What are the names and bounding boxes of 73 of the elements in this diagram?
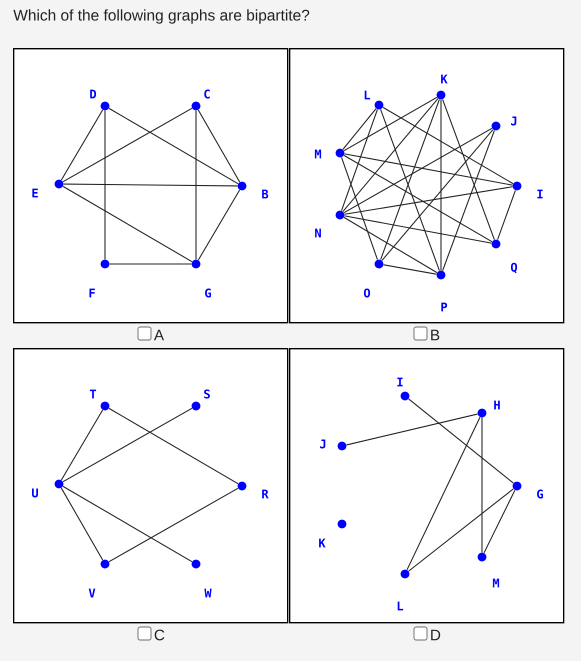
option-label: A — [154, 330, 164, 340]
edge-line — [108, 108, 238, 184]
edge-line — [382, 129, 494, 261]
vertex-label: R — [262, 490, 269, 498]
vertex-label: U — [32, 488, 38, 498]
edge-line — [344, 96, 438, 152]
edge-line — [62, 186, 192, 262]
vertex-label: K — [319, 538, 326, 548]
edge-line — [440, 100, 442, 270]
edge-line — [60, 488, 104, 560]
edge-line — [341, 109, 378, 211]
vertex-label: I — [397, 378, 403, 386]
edge-line — [344, 153, 512, 186]
edge-line — [382, 106, 514, 184]
vertex-label: I — [537, 190, 543, 198]
edge-line — [408, 488, 514, 572]
edge-line — [342, 98, 438, 212]
option-label: D — [431, 630, 440, 640]
vertex-label: G — [205, 288, 212, 298]
vertex-label: S — [204, 389, 210, 399]
vertex-label: D — [90, 90, 96, 98]
vertex-label: P — [441, 302, 448, 312]
vertex-label: O — [364, 288, 370, 298]
edge-line — [408, 398, 514, 484]
edge-line — [484, 490, 516, 554]
vertex-label: L — [364, 90, 370, 100]
edge-line — [198, 190, 240, 260]
edge-line — [195, 110, 197, 260]
edge-line — [110, 263, 192, 265]
edge-line — [344, 186, 512, 215]
option-label: C — [154, 630, 164, 640]
vertex-label: J — [320, 440, 326, 448]
vertex-label: V — [88, 588, 96, 598]
vertex-label: F — [89, 288, 95, 298]
vertex-label: L — [398, 602, 404, 610]
vertex-label: M — [314, 150, 322, 158]
vertex-label: N — [315, 228, 321, 238]
edge-line — [481, 418, 483, 552]
vertex-label: C — [204, 89, 210, 99]
edge-line — [497, 190, 516, 240]
edge-line — [62, 486, 192, 562]
edge-line — [384, 264, 436, 275]
vertex-label: K — [441, 74, 448, 84]
vertex-label: B — [262, 190, 268, 198]
edge-line — [104, 110, 106, 260]
edge-line — [442, 130, 495, 271]
edge-line — [346, 414, 478, 446]
question-text: Which of the following graphs are bipartite? — [13, 9, 310, 24]
edge-line — [442, 99, 495, 240]
edge-line — [406, 416, 480, 570]
vertex-label: Q — [510, 262, 518, 274]
edge-line — [344, 215, 492, 244]
edge-line — [62, 108, 192, 182]
edge-line — [62, 408, 192, 482]
edge-line — [60, 410, 104, 480]
vertex-label: J — [511, 116, 516, 126]
edge-line — [342, 108, 376, 150]
vertex-label: E — [32, 188, 38, 198]
vertex-label: G — [537, 489, 543, 499]
vertex-label: H — [494, 400, 500, 410]
edge-line — [344, 128, 492, 214]
vertex-label: T — [90, 390, 96, 398]
vertex-label: M — [492, 578, 500, 588]
option-label: B — [431, 330, 440, 340]
edge-line — [198, 110, 240, 182]
edge-line — [344, 216, 438, 274]
edge-line — [344, 154, 492, 242]
vertex-label: W — [204, 588, 212, 598]
edge-line — [108, 488, 238, 562]
edge-line — [341, 157, 378, 260]
edge-line — [64, 184, 238, 186]
edge-line — [60, 110, 104, 180]
edge-line — [108, 408, 238, 484]
